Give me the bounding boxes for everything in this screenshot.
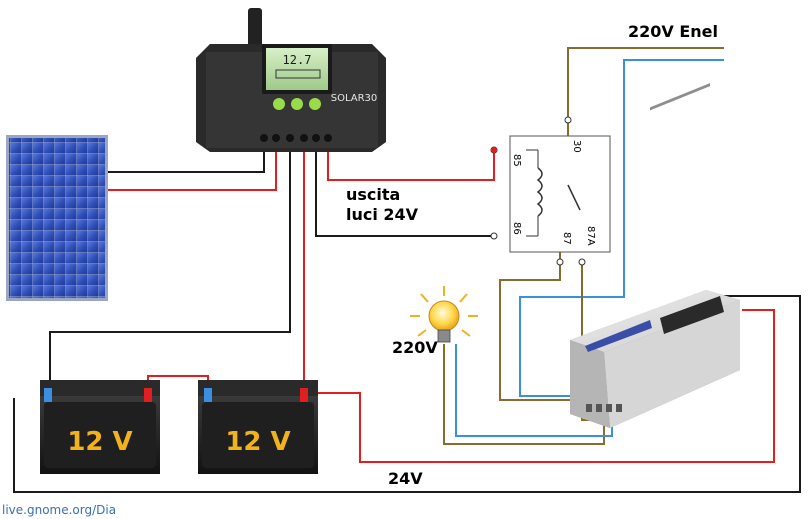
- controller-button: [291, 98, 303, 110]
- wire-load-negative: [315, 152, 494, 237]
- wire-grid-brown: [567, 47, 724, 120]
- label-output-line2: luci 24V: [346, 205, 419, 224]
- controller-button: [273, 98, 285, 110]
- lamp-rays: [410, 286, 478, 337]
- controller-terminals: [260, 134, 332, 142]
- lamp-bulb: [428, 300, 460, 332]
- wire-panel-negative: [108, 152, 265, 173]
- battery-left-label: 12 V: [67, 427, 132, 457]
- solar-panel: [6, 135, 108, 301]
- controller-lcd: [266, 48, 328, 90]
- relay-pin-85: 85: [511, 154, 522, 167]
- controller-button: [309, 98, 321, 110]
- label-output: uscita: [346, 185, 400, 204]
- battery-right: 12 V: [198, 380, 318, 474]
- controller-brand: SOLAR30: [331, 93, 378, 104]
- relay-pin-30: 30: [571, 140, 582, 153]
- inverter-terminals: [586, 404, 622, 412]
- relay-switch: [567, 184, 581, 211]
- wire-panel-positive: [108, 152, 277, 191]
- relay-pin-86: 86: [511, 222, 522, 235]
- wire-controller-battery-negative: [49, 152, 291, 398]
- battery-right-label: 12 V: [225, 427, 290, 457]
- label-lamp-voltage: 220V: [392, 338, 438, 357]
- charge-controller: 12.7 SOLAR30: [196, 8, 386, 152]
- credit-link[interactable]: live.gnome.org/Dia: [2, 503, 116, 517]
- relay-coil: [536, 167, 543, 217]
- relay: 85 86 30 87 87A: [490, 116, 611, 266]
- inverter: [570, 83, 740, 428]
- wire-load-positive: [327, 150, 495, 181]
- battery-left: 12 V: [40, 380, 160, 474]
- label-grid: 220V Enel: [628, 22, 718, 41]
- inverter-vents: [650, 83, 710, 111]
- lamp: [410, 286, 478, 343]
- controller-buttons: [273, 98, 321, 110]
- wire-bus-positive: [318, 309, 775, 463]
- relay-pin-87: 87: [561, 232, 572, 245]
- wire-bus-negative: [13, 295, 801, 493]
- controller-lcd-value: 12.7: [283, 53, 312, 67]
- label-bus-voltage: 24V: [388, 469, 423, 488]
- wire-lamp-brown: [443, 344, 605, 445]
- lamp-base: [437, 329, 451, 343]
- relay-pin-87a: 87A: [585, 226, 596, 246]
